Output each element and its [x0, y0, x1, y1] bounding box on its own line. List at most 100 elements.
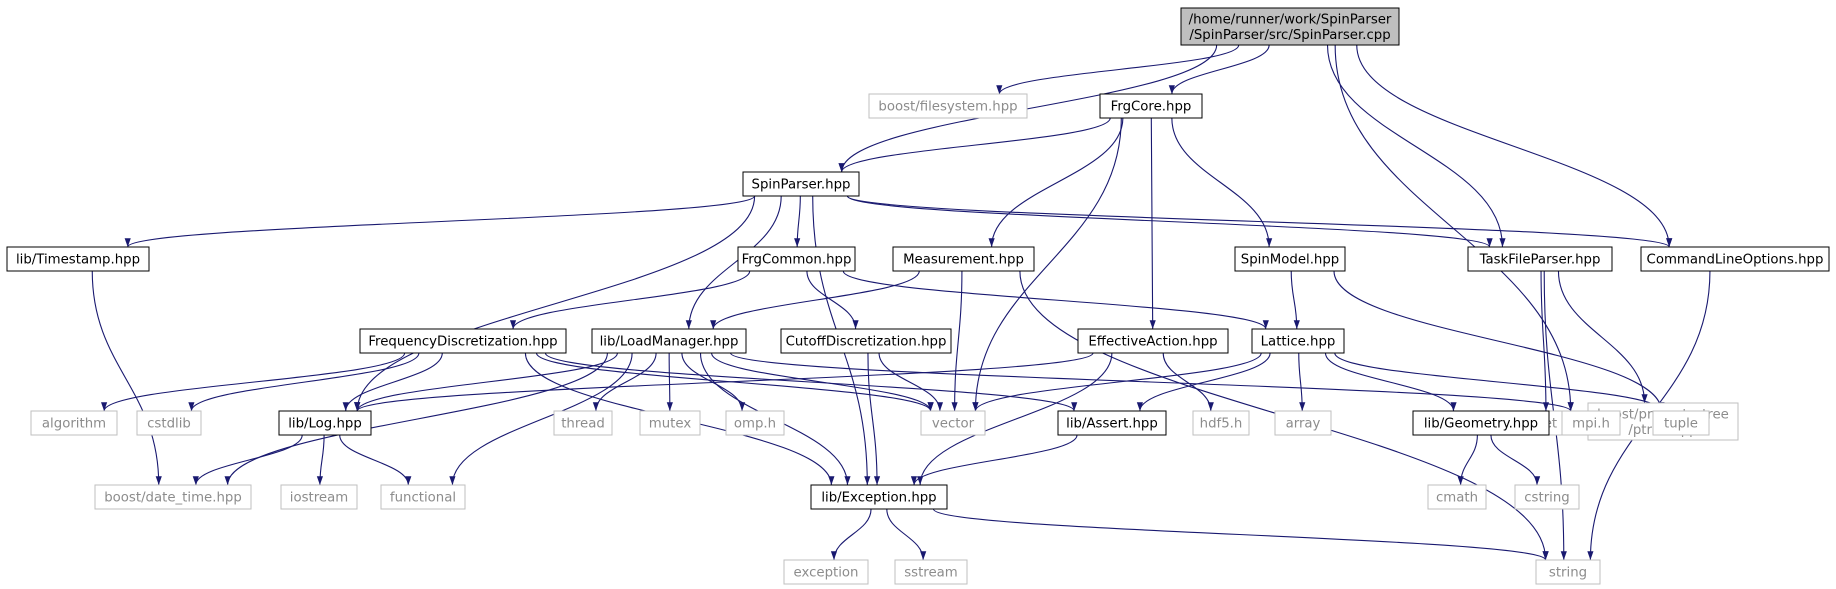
node-label: CutoffDiscretization.hpp [786, 335, 947, 350]
edge-spinmodel-to-lattice [1290, 270, 1300, 330]
node-label: boost/date_time.hpp [104, 491, 242, 506]
node-label: vector [932, 417, 975, 432]
node-box [737, 246, 856, 272]
node-label: EffectiveAction.hpp [1088, 335, 1217, 350]
node-label: array [1286, 417, 1321, 432]
node-taskfileparser[interactable]: TaskFileParser.hpp [1467, 246, 1613, 272]
edge-root-to-boost_filesystem [996, 44, 1240, 95]
edge-effaction-to-hdf5 [1162, 352, 1214, 412]
edge-lattice-to-vector [972, 352, 1262, 412]
node-frgcore[interactable]: FrgCore.hpp [1099, 93, 1203, 119]
edge-loadmanager-to-thread [592, 352, 657, 412]
node-box [278, 410, 372, 436]
node-box [1514, 484, 1580, 510]
node-frgcommon[interactable]: FrgCommon.hpp [737, 246, 856, 272]
node-box [280, 484, 358, 510]
edge-freqdisc-to-log [342, 352, 443, 412]
node-root[interactable]: /home/runner/work/SpinParser/SpinParser/… [1180, 7, 1400, 46]
node-box [1057, 410, 1167, 436]
node-spinparser-hpp[interactable]: SpinParser.hpp [742, 171, 860, 197]
edge-effaction-to-exception_hpp [917, 352, 1113, 486]
edge-spinparser_hpp-to-log [354, 195, 756, 412]
node-label: Measurement.hpp [903, 253, 1024, 268]
edge-loadmanager-to-mutex [666, 352, 673, 412]
edge-effaction-to-log [354, 352, 1094, 412]
edge-root-to-taskfileparser [1326, 44, 1506, 248]
node-geometry[interactable]: lib/Geometry.hpp [1412, 410, 1550, 436]
node-omp: omp.h [725, 410, 785, 436]
node-label: FrequencyDiscretization.hpp [368, 335, 557, 350]
edge-lattice-to-assert [1136, 352, 1271, 412]
edge-taskfileparser-to-set [1540, 270, 1550, 412]
edge-frgcommon-to-freqdisc [510, 270, 751, 330]
node-box [1180, 7, 1400, 46]
edge-log-to-date_time [192, 434, 303, 486]
node-box [380, 484, 466, 510]
node-assert[interactable]: lib/Assert.hpp [1057, 410, 1167, 436]
edge-timestamp-to-date_time [91, 270, 162, 486]
node-array: array [1274, 410, 1332, 436]
node-iostream: iostream [280, 484, 358, 510]
node-effaction[interactable]: EffectiveAction.hpp [1077, 328, 1229, 354]
node-label: iostream [290, 491, 348, 506]
node-exception-hpp[interactable]: lib/Exception.hpp [810, 484, 948, 510]
edge-assert-to-exception_hpp [910, 434, 1078, 486]
edge-lattice-to-array [1298, 352, 1306, 412]
node-mpi: mpi.h [1561, 410, 1621, 436]
node-label: lib/Geometry.hpp [1424, 417, 1538, 432]
node-box [1274, 410, 1332, 436]
node-lattice[interactable]: Lattice.hpp [1251, 328, 1345, 354]
node-commandline[interactable]: CommandLineOptions.hpp [1640, 246, 1830, 272]
node-log[interactable]: lib/Log.hpp [278, 410, 372, 436]
node-label: omp.h [734, 417, 776, 432]
node-box [1561, 410, 1621, 436]
edge-spinmodel-to-tuple [1333, 270, 1665, 412]
edge-geometry-to-cmath [1457, 434, 1478, 486]
node-spinmodel[interactable]: SpinModel.hpp [1234, 246, 1346, 272]
node-label: cmath [1436, 491, 1478, 506]
node-label: Lattice.hpp [1261, 335, 1336, 350]
node-label: boost/filesystem.hpp [878, 100, 1017, 115]
node-label: thread [561, 417, 605, 432]
edge-freqdisc-to-cstdlib [188, 352, 420, 412]
node-box [892, 246, 1035, 272]
node-layer: /home/runner/work/SpinParser/SpinParser/… [6, 7, 1830, 585]
node-cstring: cstring [1514, 484, 1580, 510]
node-box [742, 171, 860, 197]
edge-spinparser_hpp-to-taskfileparser [846, 195, 1493, 248]
node-label: /home/runner/work/SpinParser [1189, 12, 1392, 27]
edge-frgcore-to-vector [972, 117, 1122, 412]
node-box [359, 328, 567, 354]
node-measurement[interactable]: Measurement.hpp [892, 246, 1035, 272]
node-label: cstring [1524, 491, 1569, 506]
node-timestamp[interactable]: lib/Timestamp.hpp [6, 246, 150, 272]
node-box [136, 410, 202, 436]
edge-taskfileparser-to-ptree [1557, 270, 1648, 404]
node-box [591, 328, 747, 354]
node-label: CommandLineOptions.hpp [1647, 253, 1824, 268]
edge-freqdisc-to-assert [544, 352, 1078, 412]
node-label: tuple [1664, 417, 1698, 432]
node-tuple: tuple [1652, 410, 1710, 436]
node-label: SpinParser.hpp [752, 178, 851, 193]
node-box [920, 410, 986, 436]
edge-freqdisc-to-algorithm [101, 352, 406, 412]
node-box [810, 484, 948, 510]
node-cutoffdisc[interactable]: CutoffDiscretization.hpp [780, 328, 952, 354]
edge-cutoffdisc-to-vector [878, 352, 944, 412]
node-freqdisc[interactable]: FrequencyDiscretization.hpp [359, 328, 567, 354]
edge-log-to-iostream [316, 434, 325, 486]
edge-exception_hpp-to-string [932, 508, 1549, 561]
edge-frgcore-to-effaction [1149, 117, 1156, 330]
edge-frgcore-to-spinmodel [1171, 117, 1273, 248]
node-label: exception [794, 566, 859, 581]
node-loadmanager[interactable]: lib/LoadManager.hpp [591, 328, 747, 354]
node-box [1192, 410, 1250, 436]
node-label: lib/Timestamp.hpp [16, 253, 140, 268]
node-label: mutex [649, 417, 692, 432]
node-boost-filesystem: boost/filesystem.hpp [868, 93, 1028, 119]
node-box [94, 484, 252, 510]
node-label: SpinModel.hpp [1241, 253, 1339, 268]
edge-cutoffdisc-to-exception_hpp [867, 352, 881, 486]
